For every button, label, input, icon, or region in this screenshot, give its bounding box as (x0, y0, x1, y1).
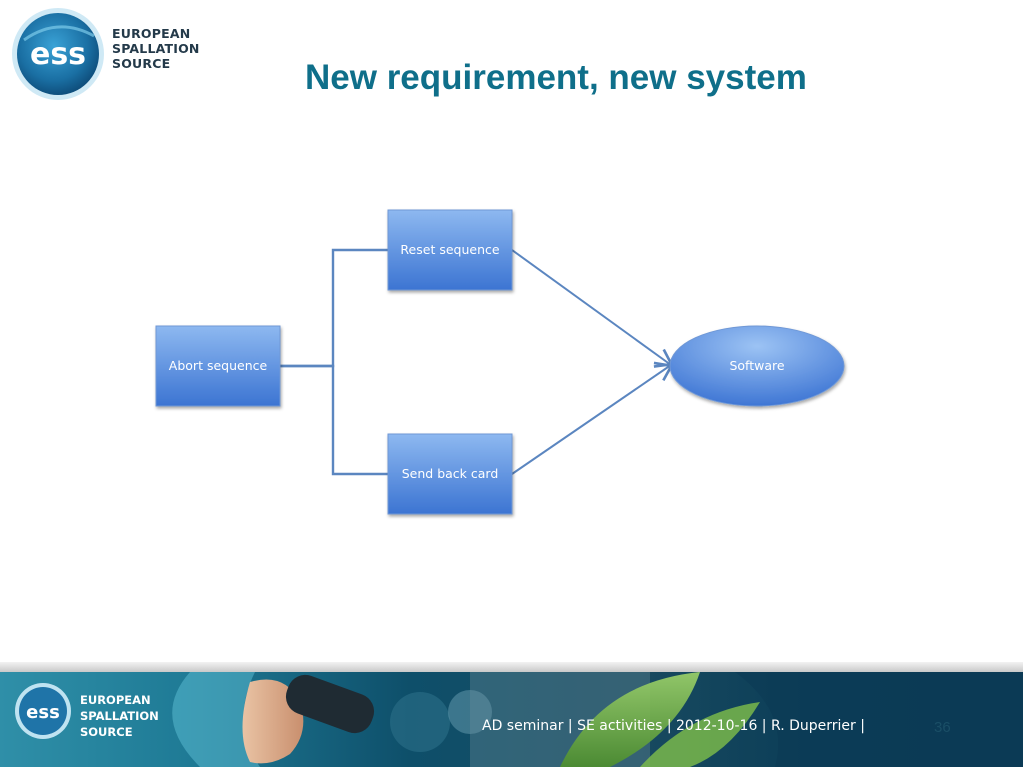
footer: ess EUROPEAN SPALLATION SOURCE AD semina… (0, 662, 1023, 767)
footer-ess-logo-icon: ess (15, 683, 71, 739)
footer-separator (0, 662, 1023, 672)
node-abort-label: Abort sequence (169, 358, 268, 373)
slide-title: New requirement, new system (305, 58, 807, 97)
node-send-back-card: Send back card (387, 433, 513, 515)
node-reset-sequence: Reset sequence (387, 209, 513, 291)
footer-logo-line-2: SPALLATION (80, 709, 159, 723)
ess-logo: ess EUROPEAN SPALLATION SOURCE (10, 6, 200, 102)
footer-photo-collage (172, 672, 1023, 767)
logo-line-3: SOURCE (112, 56, 171, 71)
footer-logo-wordmark: EUROPEAN SPALLATION SOURCE (80, 692, 159, 740)
node-abort-sequence: Abort sequence (155, 325, 281, 407)
flow-diagram: Abort sequence Reset sequence Send back … (155, 209, 845, 515)
node-sendback-label: Send back card (402, 466, 499, 481)
footer-info-text: AD seminar | SE activities | 2012-10-16 … (482, 718, 865, 734)
footer-logo-line-3: SOURCE (80, 725, 133, 739)
footer-logo-line-1: EUROPEAN (80, 693, 151, 707)
footer-ess-logo: ess EUROPEAN SPALLATION SOURCE (14, 682, 184, 752)
node-reset-label: Reset sequence (400, 242, 499, 257)
page-number: 36 (934, 719, 951, 736)
logo-wordmark: EUROPEAN SPALLATION SOURCE (112, 26, 200, 71)
node-software: Software (669, 325, 845, 407)
ess-logo-icon: ess (12, 8, 104, 100)
connector-abort-to-reset (280, 248, 388, 368)
logo-line-1: EUROPEAN (112, 26, 191, 41)
footer-leaf-shape (560, 672, 700, 767)
footer-badge-text: ess (26, 702, 60, 723)
ess-badge-text: ess (30, 37, 86, 72)
arrow-reset-to-software (511, 249, 671, 365)
node-software-label: Software (729, 358, 784, 373)
arrow-sendback-to-software (511, 365, 671, 475)
logo-line-2: SPALLATION (112, 41, 200, 56)
connector-abort-to-sendback (280, 364, 388, 476)
